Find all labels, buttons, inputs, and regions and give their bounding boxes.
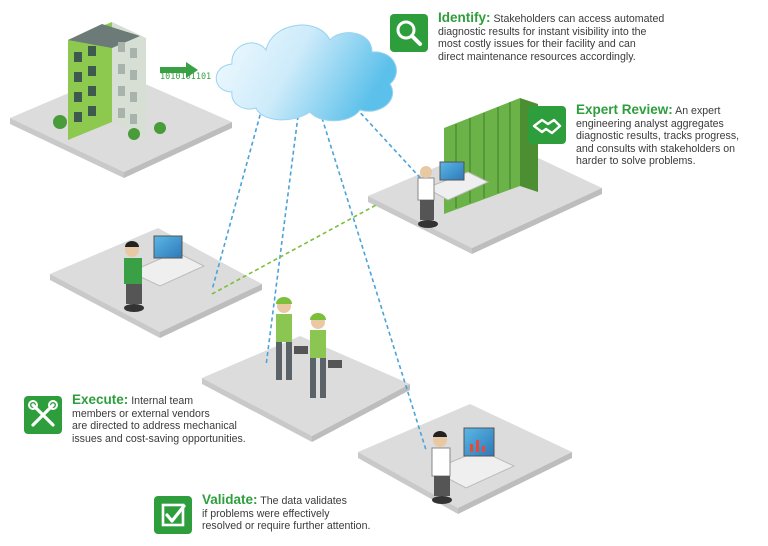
identify-text-4: direct maintenance resources accordingly… [438,50,636,63]
expert-review-title: Expert Review: [576,102,673,117]
execute-text-1: Internal team [131,395,194,407]
expert-link-line [211,203,379,295]
handshake-icon [528,106,566,144]
identify-text-1: Stakeholders can access automated [493,13,665,25]
validator-illustration [430,427,516,504]
execute-title: Execute: [72,392,129,407]
identify-text-2: diagnostic results for instant visibilit… [438,25,647,38]
identify-title: Identify: [438,10,491,25]
validate-text-1: The data validates [260,495,347,507]
execute-text-3: are directed to address mechanical [72,420,237,433]
validate-title: Validate: [202,492,258,507]
building-illustration [53,22,166,140]
cloud-connections [211,107,427,451]
cloud-icon [215,24,397,122]
technicians-illustration [276,297,342,398]
validate-text-3: resolved or require further attention. [202,520,371,533]
stakeholder-illustration [124,235,206,312]
identify-text-3: most costly issues for their facility an… [438,38,636,51]
platform-technicians [202,336,410,442]
expert-text-2: engineering analyst aggregates [576,117,724,130]
execute-text-4: issues and cost-saving opportunities. [72,432,246,445]
binary-stream: 1010101101 [160,72,211,82]
expert-text-1: An expert [675,105,721,117]
validate-text-2: if problems were effectively [202,507,330,520]
checkbox-icon [154,496,192,534]
expert-analyst-illustration [417,98,538,228]
execute-text-2: members or external vendors [72,407,210,420]
data-arrow-icon [160,62,198,78]
expert-text-3: diagnostic results, tracks progress, [576,130,740,143]
tools-icon [24,396,62,434]
expert-text-5: harder to solve problems. [576,155,696,168]
expert-text-4: and consults with stakeholders on [576,142,735,155]
magnifier-icon [390,14,428,52]
